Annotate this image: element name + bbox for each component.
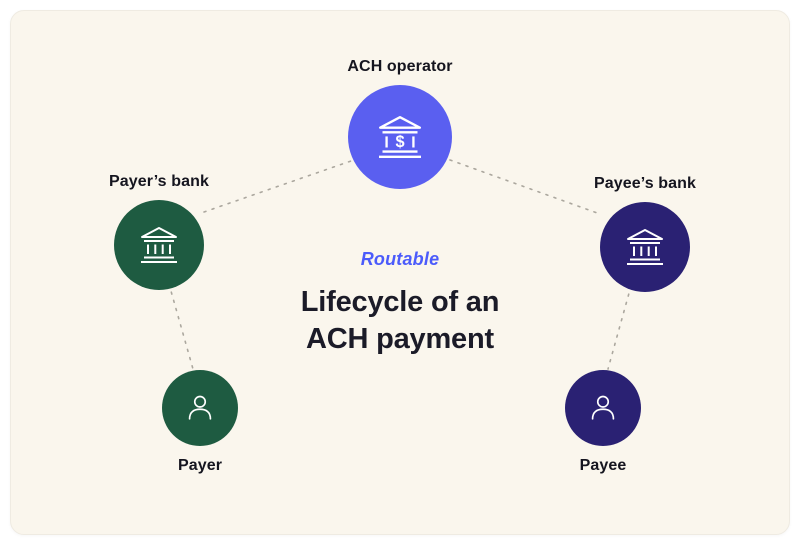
node-payee: Payee [523,370,683,475]
node-payers-bank: Payer’s bank [79,173,239,290]
node-payer: Payer [120,370,280,475]
dollar-sign-glyph: $ [395,133,404,151]
center-title-block: Routable Lifecycle of an ACH payment [250,249,550,358]
payers-bank-circle [114,200,204,290]
node-payees-bank: Payee’s bank [565,175,725,292]
bank-icon [627,229,663,265]
diagram-title: Lifecycle of an ACH payment [250,284,550,358]
person-icon [591,395,615,420]
bank-dollar-icon: $ [379,116,421,158]
node-ach-operator: ACH operator $ [320,58,480,189]
routable-logo: Routable [360,249,440,269]
person-icon [188,395,212,420]
diagram-title-line2: ACH payment [306,323,494,355]
ach-operator-label: ACH operator [347,58,453,75]
payee-label: Payee [579,457,627,474]
payees-bank-circle [600,202,690,292]
diagram-title-line1: Lifecycle of an [300,286,500,318]
bank-icon [141,227,177,263]
payee-circle [565,370,641,446]
payer-circle [162,370,238,446]
ach-operator-circle: $ [348,85,452,189]
payers-bank-label: Payer’s bank [109,173,209,190]
payees-bank-label: Payee’s bank [593,175,696,192]
payer-label: Payer [177,457,223,474]
